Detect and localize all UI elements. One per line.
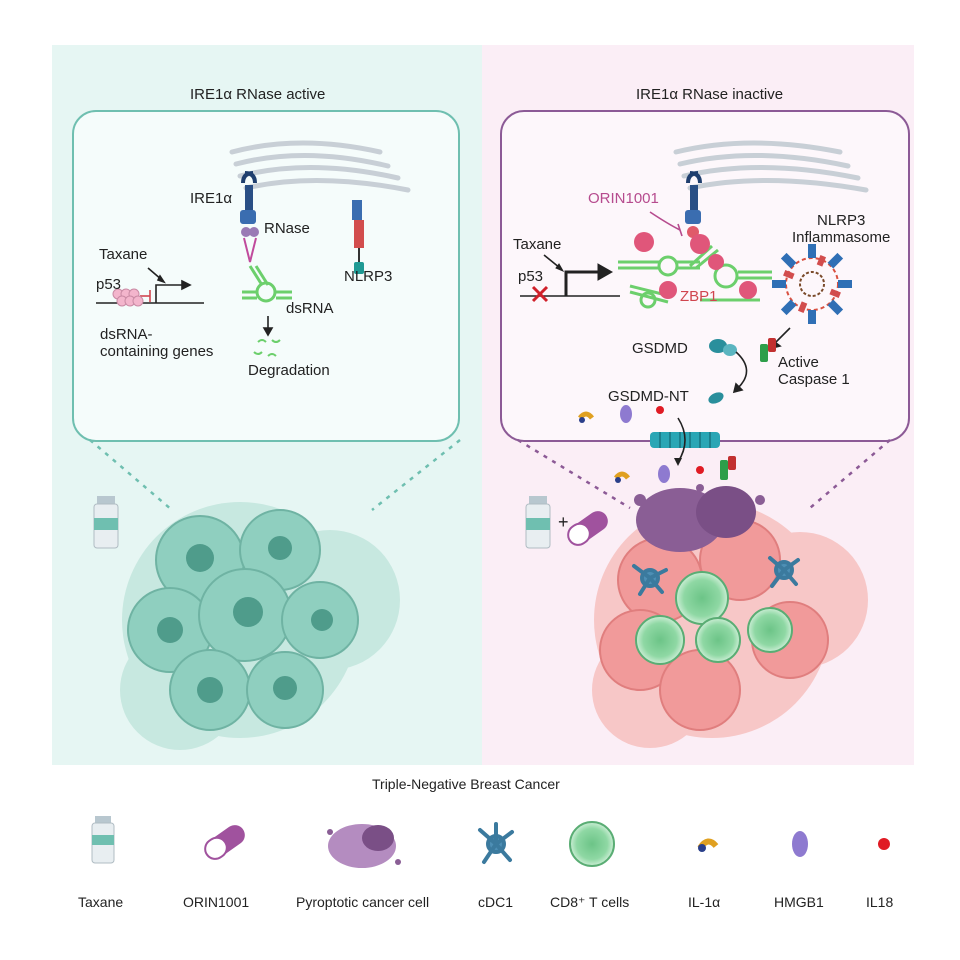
legend-label-il18: IL18	[866, 894, 894, 910]
active-caspase-icon	[760, 338, 776, 362]
legend-label-orin1001: ORIN1001	[183, 894, 250, 910]
label-degradation: Degradation	[248, 362, 330, 379]
ire1a-receptor-left	[240, 171, 259, 263]
arrow-to-degradation	[262, 316, 274, 337]
label-zbp1: ZBP1	[680, 288, 718, 305]
gsdmd-protein-icon	[709, 339, 737, 356]
p53-promoter-left	[96, 267, 204, 304]
label-gsdmd: GSDMD	[632, 340, 688, 357]
zoom-connector-right	[517, 438, 891, 510]
ire1a-receptor-right	[685, 171, 702, 238]
orin1001-pill-right	[567, 511, 608, 546]
gsdmd-nt-icon	[708, 392, 724, 404]
left-mechanism-box	[72, 110, 460, 442]
legend-il18-icon	[878, 838, 890, 850]
label-active-caspase-1: Active Caspase 1	[778, 354, 850, 389]
zoom-connector-left	[89, 439, 461, 511]
label-p53-right: p53	[518, 268, 544, 285]
released-cytokines-outside	[614, 456, 736, 483]
label-rnase: RNase	[264, 220, 310, 237]
p53-blocked-x-icon	[531, 285, 549, 303]
legend-il1a-icon	[697, 838, 719, 852]
label-nlrp3-left: NLRP3	[344, 268, 393, 285]
degraded-rna-fragments	[253, 339, 281, 357]
label-p53-left: p53	[96, 276, 122, 293]
dendritic-cells-right	[632, 556, 800, 596]
legend-taxane-icon	[91, 816, 115, 864]
p53-protein-cluster-left	[112, 288, 144, 307]
orin1001-inhibition	[649, 211, 683, 237]
released-cytokines-inside	[578, 405, 664, 423]
legend-tcell-icon	[569, 821, 615, 867]
legend-cdc1-icon	[478, 822, 514, 864]
taxane-vial-left	[93, 496, 119, 549]
cd8-t-cells-right	[635, 571, 793, 665]
label-dsrna: dsRNA	[286, 300, 334, 317]
nlrp3-protein-left	[352, 200, 364, 274]
legend-label-cd8-t-cells: CD8⁺ T cells	[550, 894, 630, 910]
label-ire1a-left: IRE1α	[190, 190, 233, 207]
right-panel-title: IRE1α RNase inactive	[636, 86, 784, 103]
gasdermin-pore-icon	[650, 417, 720, 466]
plus-sign: +	[558, 512, 569, 532]
legend-pyroptotic-cell-icon	[327, 824, 401, 868]
figure-caption-title: Triple-Negative Breast Cancer	[372, 776, 560, 792]
legend-label-pyroptotic-cancer-cell: Pyroptotic cancer cell	[296, 894, 430, 910]
tumor-mass-left	[120, 502, 400, 750]
nlrp3-inflammasome-ring	[772, 244, 852, 324]
label-orin1001: ORIN1001	[588, 190, 659, 207]
legend-hmgb1-icon	[792, 831, 808, 857]
legend-label-hmgb1: HMGB1	[774, 894, 824, 910]
pyroptotic-cells-right	[634, 484, 765, 552]
label-dsrna-containing-genes: dsRNA- containing genes	[100, 326, 214, 361]
legend-label-il1a: IL-1α	[688, 894, 721, 910]
dsrna-structure-left	[242, 265, 292, 303]
legend-orin1001-icon	[204, 825, 245, 860]
label-taxane-right: Taxane	[513, 236, 562, 253]
taxane-vial-right	[525, 496, 551, 549]
zbp1-dsrna-complex	[618, 232, 772, 309]
label-nlrp3-inflammasome: NLRP3 Inflammasome	[792, 212, 891, 247]
label-gsdmd-nt: GSDMD-NT	[608, 388, 689, 405]
legend-label-cdc1: cDC1	[478, 894, 514, 910]
label-taxane-left: Taxane	[99, 246, 148, 263]
legend-label-taxane: Taxane	[78, 894, 124, 910]
arrow-gsdmd-cleavage	[732, 351, 748, 394]
left-panel-title: IRE1α RNase active	[190, 86, 326, 103]
er-membrane-right	[673, 140, 869, 193]
er-membrane-left	[229, 140, 411, 193]
